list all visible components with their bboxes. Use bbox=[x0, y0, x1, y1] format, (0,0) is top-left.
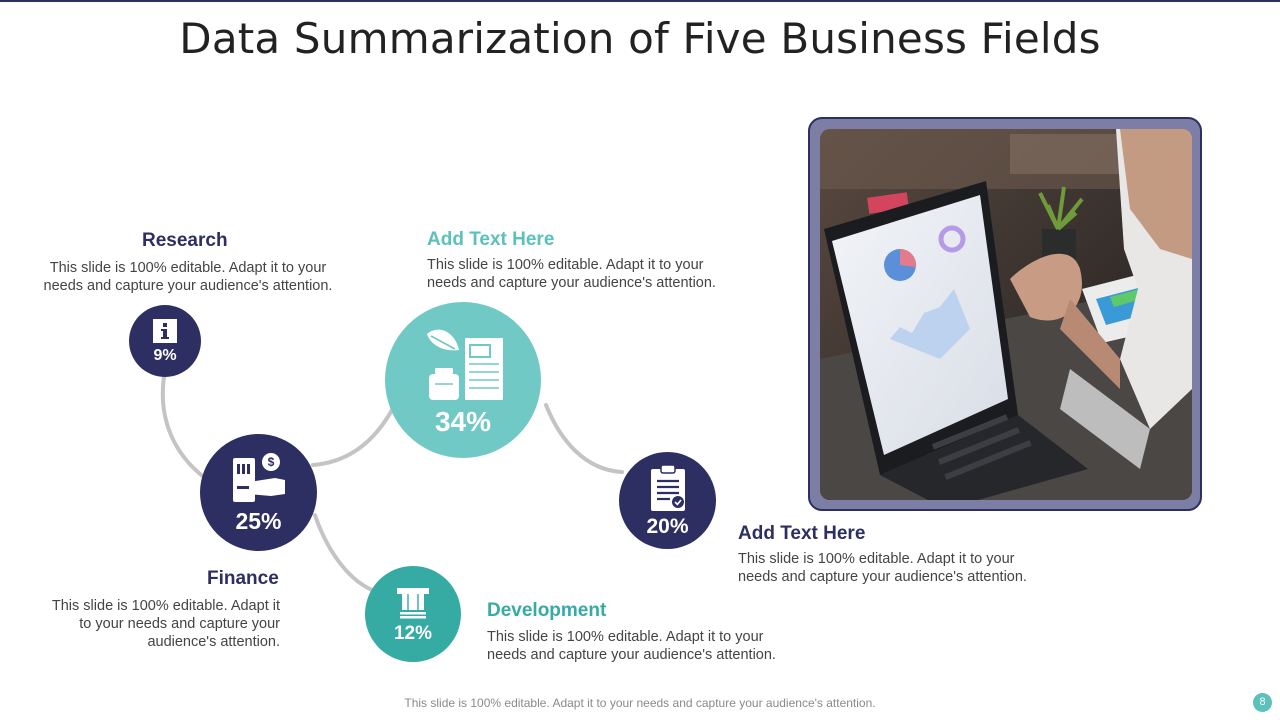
main-circle: 34% bbox=[385, 302, 541, 458]
main-text: This slide is 100% editable. Adapt it to… bbox=[427, 257, 716, 291]
development-heading: Development bbox=[487, 600, 607, 621]
right-text: This slide is 100% editable. Adapt it to… bbox=[738, 551, 1027, 585]
laptop-photo bbox=[820, 129, 1192, 500]
finance-circle: $ 25% bbox=[200, 434, 317, 551]
footer-text: This slide is 100% editable. Adapt it to… bbox=[404, 696, 876, 710]
research-percent: 9% bbox=[153, 347, 177, 364]
finance-percent: 25% bbox=[235, 508, 282, 534]
page-title: Data Summarization of Five Business Fiel… bbox=[179, 14, 1101, 63]
main-percent: 34% bbox=[434, 406, 492, 437]
laptop-scene-illustration bbox=[820, 129, 1192, 500]
page-number: 8 bbox=[1253, 693, 1272, 712]
finance-text: This slide is 100% editable. Adapt it to… bbox=[51, 598, 280, 650]
research-text: This slide is 100% editable. Adapt it to… bbox=[43, 260, 333, 294]
top-rule bbox=[0, 0, 1280, 2]
connector-research-finance bbox=[160, 375, 207, 480]
research-heading: Research bbox=[142, 230, 228, 251]
connector-finance-development bbox=[313, 513, 374, 592]
atm-icon bbox=[397, 587, 429, 618]
connector-main-right bbox=[544, 403, 624, 474]
clipboard-icon bbox=[650, 464, 685, 511]
finance-heading: Finance bbox=[207, 568, 279, 589]
development-circle: 12% bbox=[365, 566, 461, 662]
right-circle: 20% bbox=[619, 452, 716, 549]
documents-icon bbox=[427, 329, 503, 400]
main-heading: Add Text Here bbox=[427, 229, 555, 250]
development-text: This slide is 100% editable. Adapt it to… bbox=[487, 629, 776, 663]
info-icon bbox=[153, 319, 177, 343]
research-circle: 9% bbox=[129, 305, 201, 377]
right-percent: 20% bbox=[646, 515, 689, 538]
svg-text:$: $ bbox=[267, 455, 274, 469]
development-percent: 12% bbox=[393, 622, 433, 644]
connector-finance-main bbox=[311, 408, 394, 467]
right-heading: Add Text Here bbox=[738, 523, 866, 544]
payment-icon: $ bbox=[232, 453, 285, 502]
